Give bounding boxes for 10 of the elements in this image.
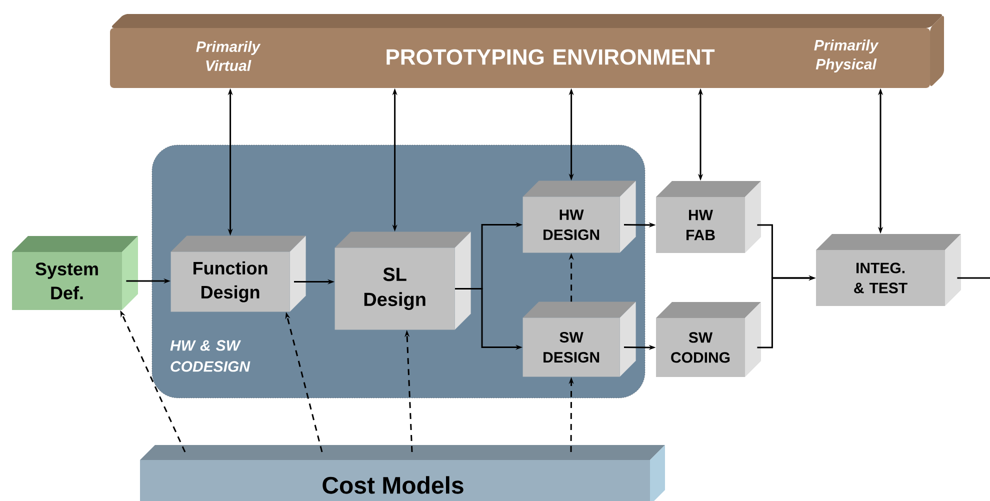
process-block: INTEG. & TEST <box>816 234 961 306</box>
process-block: SW DESIGN <box>522 302 636 377</box>
process-block: Function Design <box>170 236 306 312</box>
process-block: System Def. <box>12 236 138 310</box>
prototyping-band: Primarily Virtual PROTOTYPING ENVIRONMENT Primarily Physical <box>110 14 944 88</box>
process-block: HW DESIGN <box>522 180 636 253</box>
process-block: HW FAB <box>656 181 761 253</box>
cost-models-slab: Cost Models <box>140 445 665 501</box>
process-block: SW CODING <box>656 302 761 377</box>
process-block: SL Design <box>334 232 471 330</box>
